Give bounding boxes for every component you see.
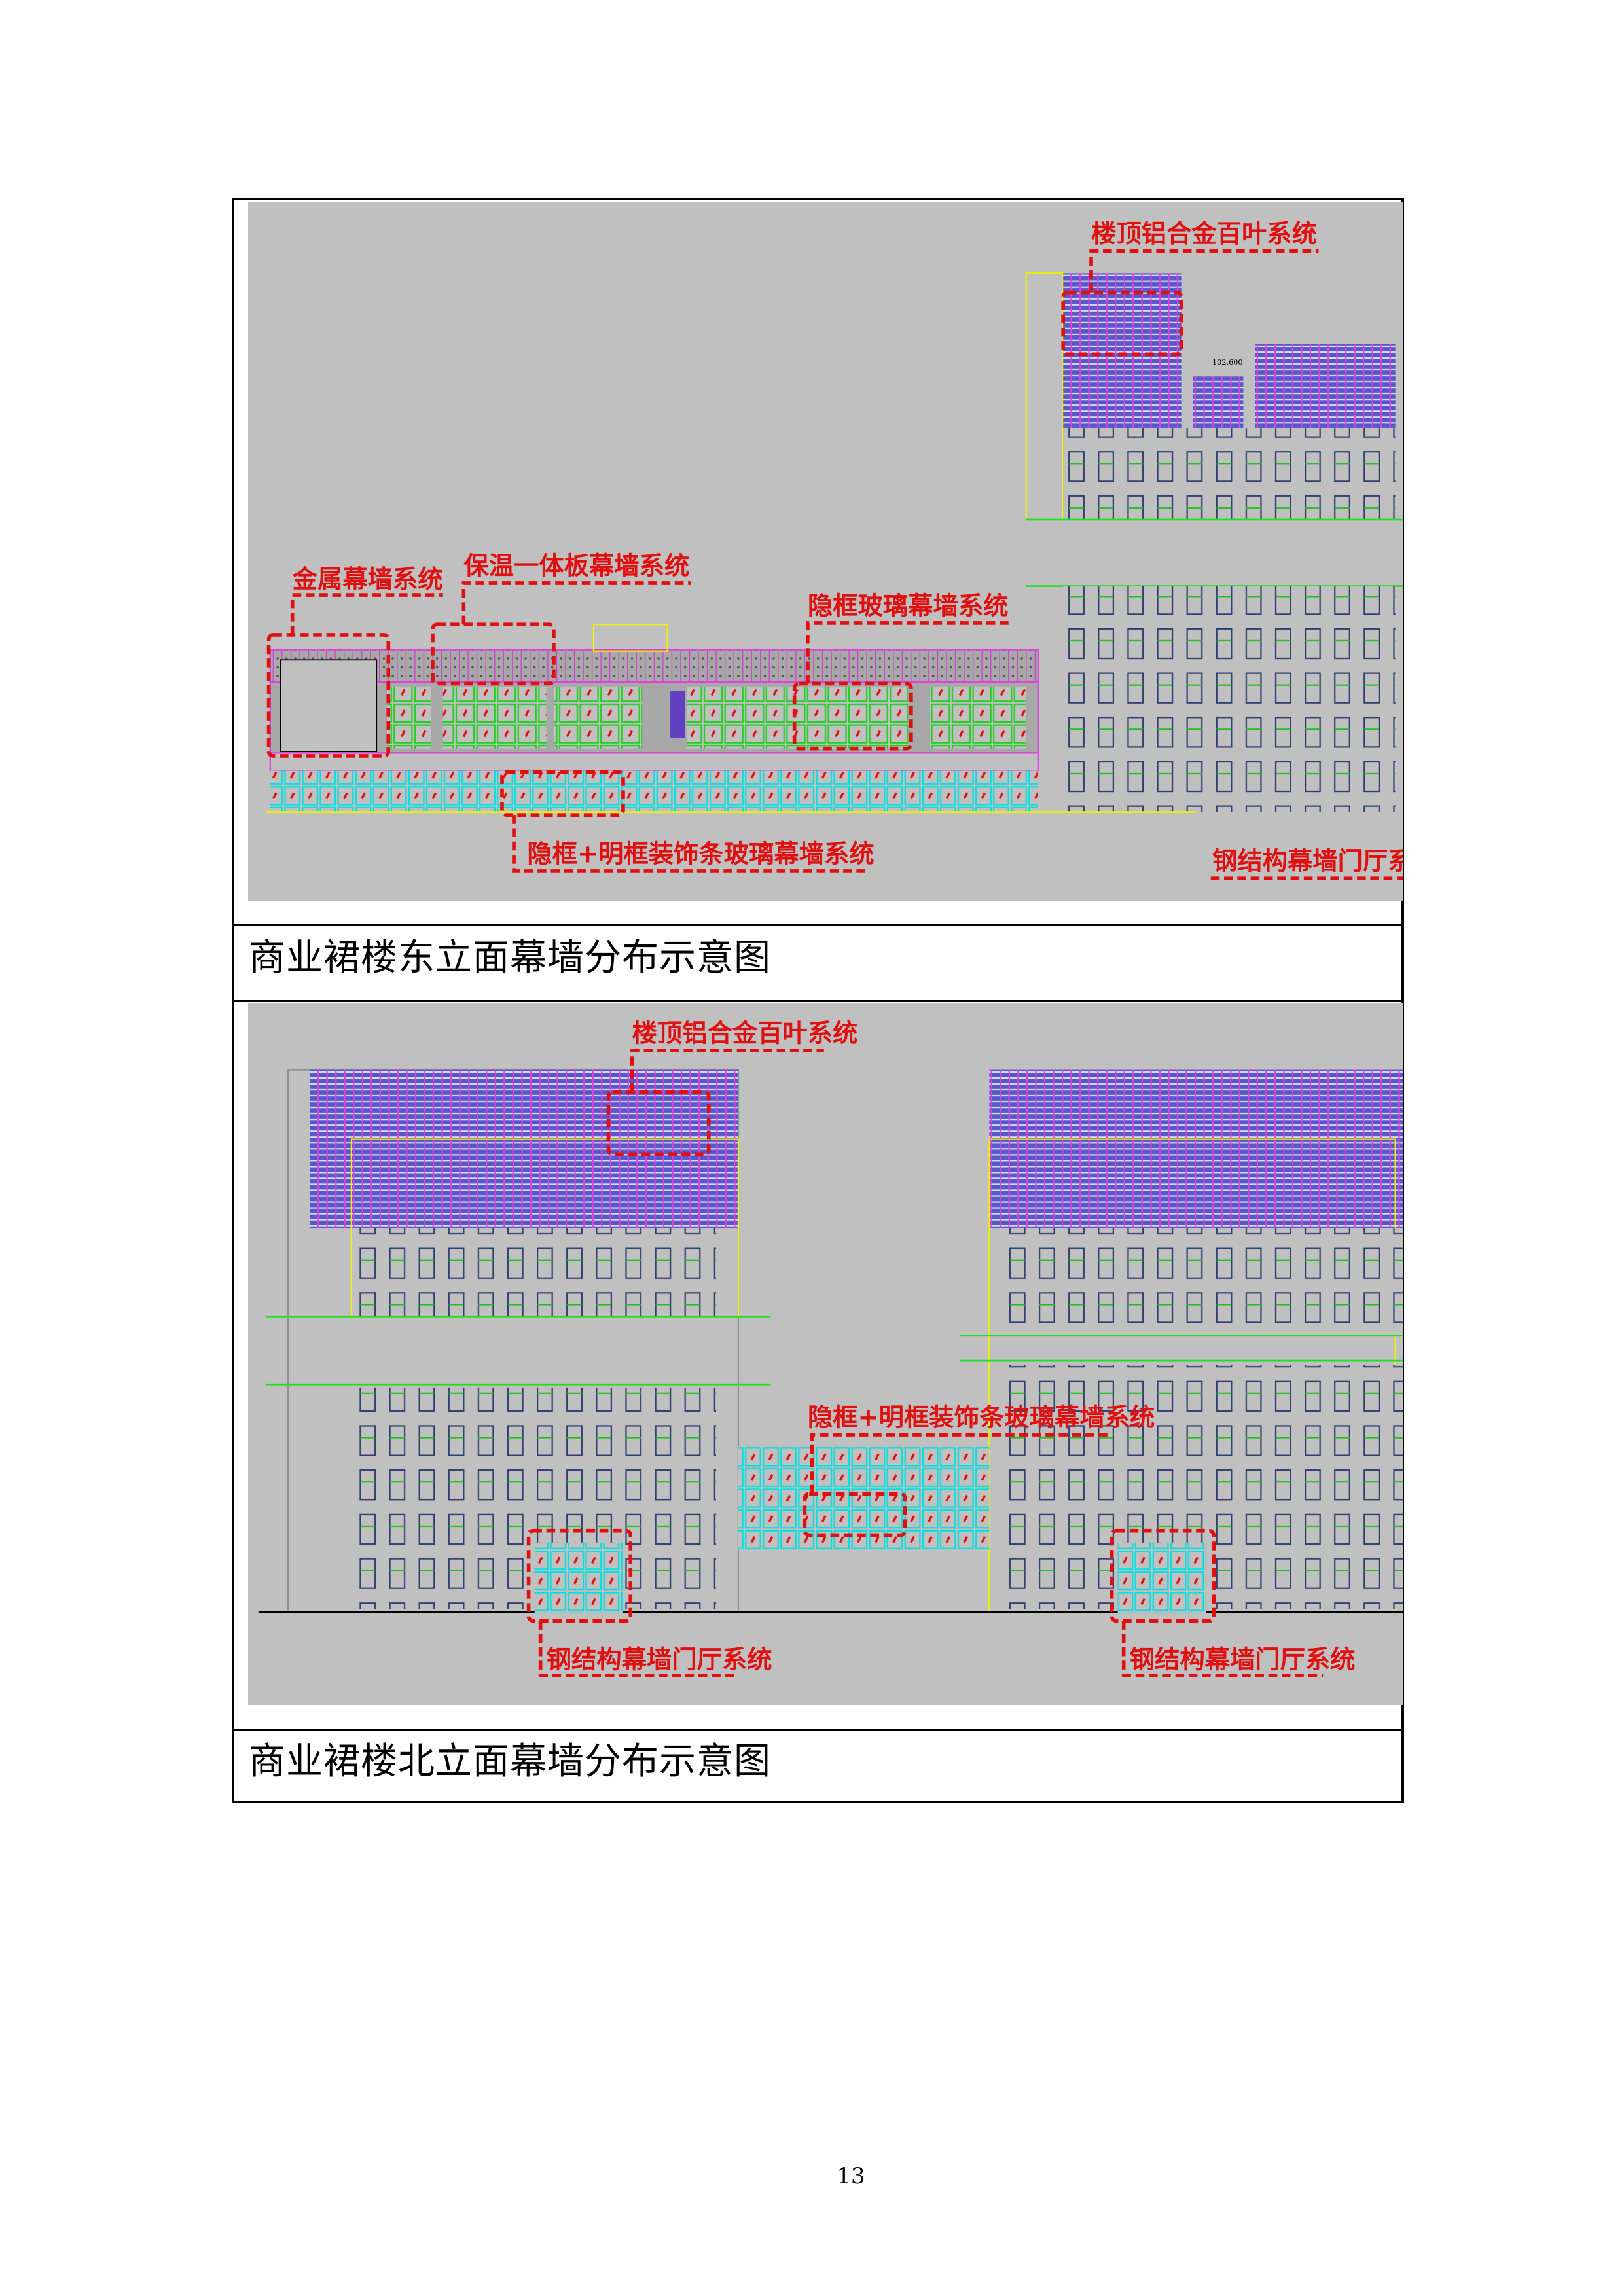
figure-caption-north: 商业裙楼北立面幕墙分布示意图 [249,1740,771,1783]
label-steel-lobby-right: 钢结构幕墙门厅系统 [1130,1645,1356,1675]
divider [232,1000,1404,1002]
figure-caption-east: 商业裙楼东立面幕墙分布示意图 [249,937,771,979]
east-elevation-drawing: 102.600 金属幕墙系统 保温一体板幕墙系统 隐框玻璃幕墙系统 隐框+明框装… [248,202,1403,901]
label-roof-louver: 楼顶铝合金百叶系统 [1091,219,1317,249]
page-number: 13 [837,2163,865,2189]
divider [232,1729,1404,1731]
label-mixed-frame-glass: 隐框+明框装饰条玻璃幕墙系统 [808,1403,1155,1432]
svg-text:102.600: 102.600 [1212,358,1243,367]
label-hidden-frame-glass: 隐框玻璃幕墙系统 [808,591,1009,620]
label-steel-lobby: 钢结构幕墙门厅系 [1212,847,1403,876]
label-insulation-panel: 保温一体板幕墙系统 [463,551,689,581]
label-mixed-frame-glass: 隐框+明框装饰条玻璃幕墙系统 [527,839,874,869]
north-elevation-drawing: 楼顶铝合金百叶系统 隐框+明框装饰条玻璃幕墙系统 钢结构幕墙门厅系统 钢结构幕墙… [248,1003,1403,1705]
label-roof-louver: 楼顶铝合金百叶系统 [632,1019,857,1049]
tower-outline [1025,272,1064,521]
label-steel-lobby-left: 钢结构幕墙门厅系统 [547,1645,772,1675]
divider [232,924,1404,926]
label-metal-curtain-wall: 金属幕墙系统 [293,565,443,594]
roof-louver [1063,273,1182,429]
